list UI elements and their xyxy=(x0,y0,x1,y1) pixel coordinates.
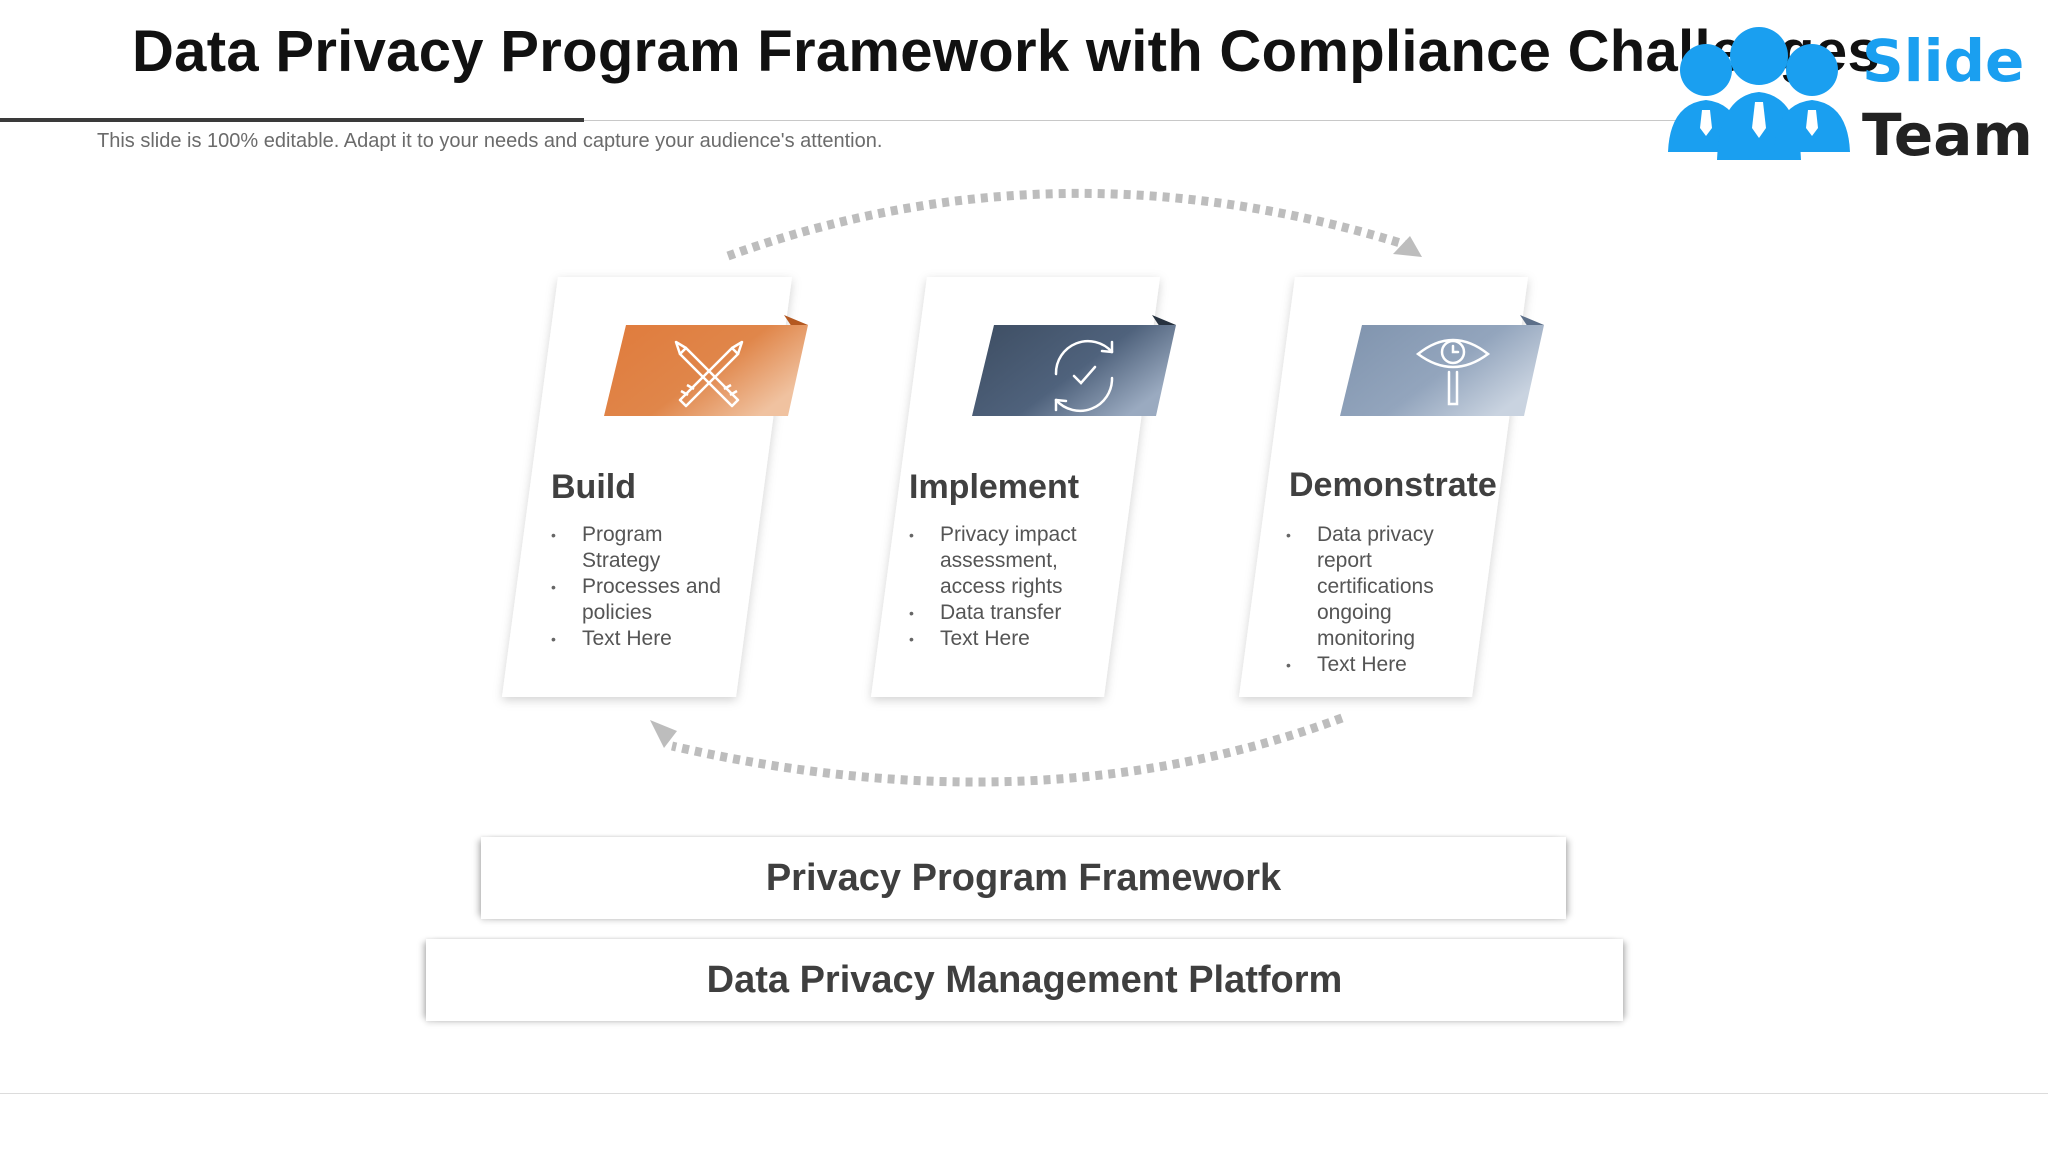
stage-list-demonstrate: Data privacy report certifications ongoi… xyxy=(1286,522,1466,678)
stage-list-build: Program Strategy Processes and policies … xyxy=(551,522,721,652)
logo-word-slide: Slide xyxy=(1862,27,2025,95)
stage-title-demonstrate: Demonstrate xyxy=(1289,466,1497,504)
refresh-check-icon xyxy=(1054,339,1114,413)
page-title: Data Privacy Program Framework with Comp… xyxy=(132,19,1881,84)
platform-bar-label: Data Privacy Management Platform xyxy=(706,958,1343,1001)
list-item: Text Here xyxy=(1286,652,1466,678)
stage-title-build: Build xyxy=(551,468,636,506)
slideteam-logo-icon xyxy=(1668,27,1850,160)
list-item: Program Strategy xyxy=(551,522,721,574)
cycle-arrow-bottom xyxy=(650,713,1344,787)
list-item: Data privacy report certifications ongoi… xyxy=(1286,522,1466,652)
stage-title-implement: Implement xyxy=(909,468,1080,506)
list-item: Text Here xyxy=(551,626,721,652)
framework-bar: Privacy Program Framework xyxy=(481,837,1566,919)
list-item: Privacy impact assessment, access rights xyxy=(909,522,1109,600)
crossed-pencils-icon xyxy=(674,340,744,408)
platform-bar: Data Privacy Management Platform xyxy=(426,939,1623,1021)
list-item: Text Here xyxy=(909,626,1109,652)
title-underline xyxy=(0,118,584,122)
eye-magnifier-icon xyxy=(1415,338,1491,406)
page-subtitle: This slide is 100% editable. Adapt it to… xyxy=(97,130,883,152)
cycle-arrow-top xyxy=(726,188,1422,261)
list-item: Data transfer xyxy=(909,600,1109,626)
footer-divider xyxy=(0,1093,2048,1094)
stage-list-implement: Privacy impact assessment, access rights… xyxy=(909,522,1109,652)
logo-word-team: Team xyxy=(1862,101,2033,169)
title-divider xyxy=(584,120,1734,121)
framework-bar-label: Privacy Program Framework xyxy=(765,856,1282,899)
list-item: Processes and policies xyxy=(551,574,721,626)
